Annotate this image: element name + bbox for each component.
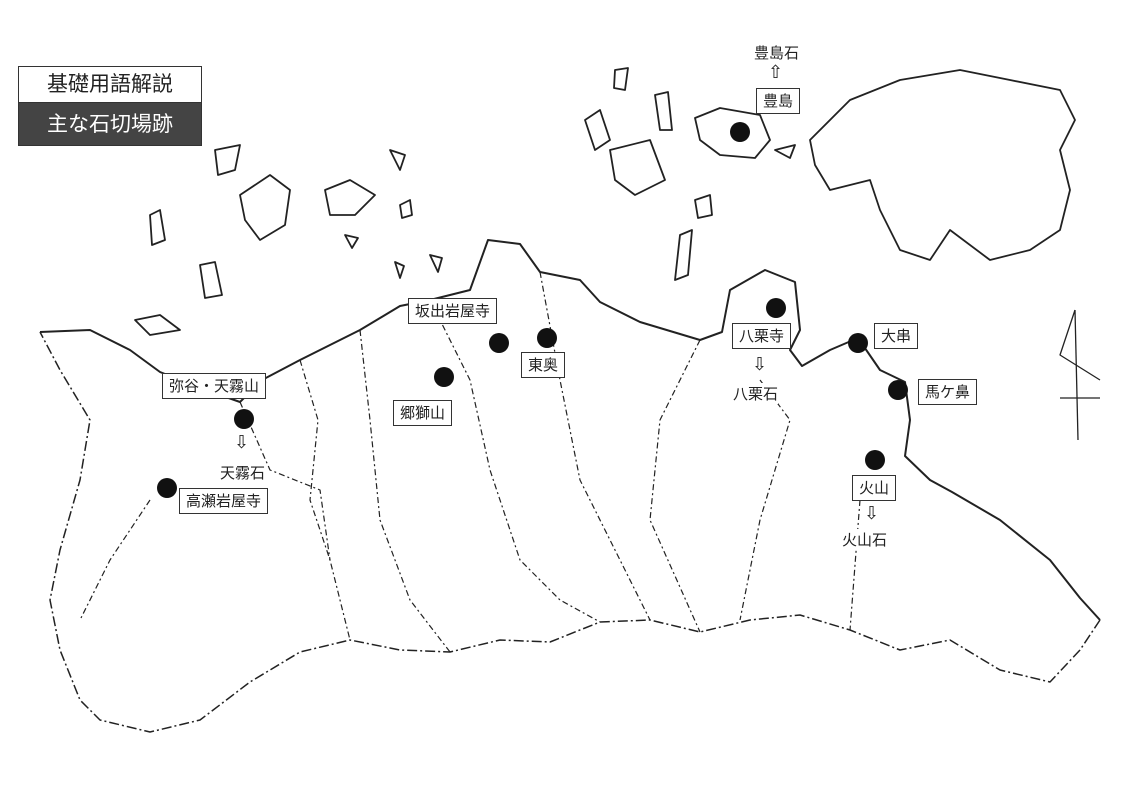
legend-basic-terms[interactable]: 基礎用語解説 [18, 66, 202, 103]
site-label-yakuriji: 八栗寺 [732, 323, 792, 349]
stone-label-teshima: 豊島石 [754, 42, 800, 63]
quarry-dot-magahana [888, 380, 908, 400]
site-label-sakaide-iwayaji: 坂出岩屋寺 [408, 298, 498, 324]
arrow-down-icon: ⇩ [864, 503, 880, 524]
islands [134, 67, 1076, 336]
quarry-dots [157, 122, 908, 498]
quarry-dot-hiyama [865, 450, 885, 470]
quarry-dot-sakaide-iwayaji [489, 333, 509, 353]
arrow-down-icon: ⇩ [234, 432, 250, 453]
site-label-iyadani-tengiri: 弥谷・天霧山 [162, 373, 267, 399]
stone-label-hiyama: 火山石 [842, 529, 888, 550]
quarry-dot-ogushi [848, 333, 868, 353]
quarry-dot-goshisan [434, 367, 454, 387]
site-label-teshima: 豊島 [756, 88, 801, 114]
stone-label-yakuri: 八栗石 [733, 383, 779, 404]
site-label-higashioku: 東奥 [521, 352, 566, 378]
north-arrow-icon [1059, 309, 1101, 441]
quarry-dot-takase-iwayaji [157, 478, 177, 498]
quarry-dot-yakuriji [766, 298, 786, 318]
site-label-takase-iwayaji: 高瀬岩屋寺 [179, 488, 269, 514]
legend: 基礎用語解説 主な石切場跡 [18, 66, 202, 146]
legend-quarry-sites[interactable]: 主な石切場跡 [18, 103, 202, 146]
quarry-dot-iyadani [234, 409, 254, 429]
quarry-dot-higashioku [537, 328, 557, 348]
arrow-down-icon: ⇩ [752, 354, 768, 375]
stone-label-tengiri: 天霧石 [220, 462, 266, 483]
site-label-magahana: 馬ケ鼻 [918, 379, 978, 405]
arrow-up-icon: ⇧ [768, 62, 784, 83]
site-label-hiyama: 火山 [852, 475, 897, 501]
quarry-dot-teshima [730, 122, 750, 142]
mainland-coastline [39, 239, 1101, 621]
site-label-ogushi: 大串 [874, 323, 919, 349]
site-label-goshisan: 郷獅山 [393, 400, 453, 426]
